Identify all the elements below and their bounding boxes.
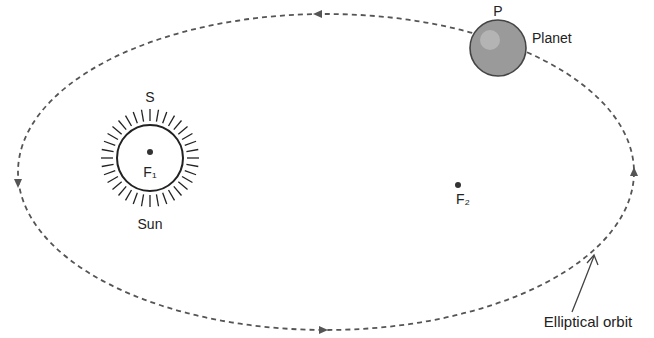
sun-ray bbox=[156, 110, 158, 122]
sun-ray bbox=[186, 149, 198, 151]
orbit-arrow bbox=[630, 167, 638, 176]
leader-arrow bbox=[587, 255, 598, 265]
sun-ray bbox=[187, 157, 199, 158]
elliptical-orbit bbox=[18, 14, 634, 330]
sun-ray bbox=[102, 164, 114, 166]
sun-ray bbox=[169, 190, 175, 200]
sun-ray bbox=[133, 193, 137, 204]
sun-ray bbox=[104, 141, 115, 145]
sun-ray bbox=[126, 190, 132, 200]
sun-ray bbox=[156, 194, 158, 206]
sun-ray bbox=[149, 109, 150, 121]
sun-ray bbox=[163, 112, 167, 123]
sun-ray bbox=[126, 116, 132, 126]
planet-disc bbox=[470, 20, 526, 76]
orbit-arrow bbox=[14, 179, 22, 188]
point-letter: S bbox=[145, 89, 154, 105]
focus-dot bbox=[455, 182, 461, 188]
orbit-arrow bbox=[319, 326, 328, 334]
orbit-arrow bbox=[313, 10, 322, 18]
sun-ray bbox=[178, 127, 187, 135]
sun-ray bbox=[169, 116, 175, 126]
sun-ray bbox=[182, 134, 192, 140]
sun-ray bbox=[112, 182, 121, 190]
sun-ray bbox=[119, 120, 127, 129]
sun-ray bbox=[108, 177, 118, 183]
sun-ray bbox=[182, 177, 192, 183]
sun-ray bbox=[174, 186, 182, 195]
sun-ray bbox=[186, 164, 198, 166]
body-name: Planet bbox=[532, 30, 572, 46]
focus-label: F₂ bbox=[456, 191, 470, 207]
sun-ray bbox=[133, 112, 137, 123]
leader-line bbox=[572, 256, 594, 312]
sun-ray bbox=[185, 141, 196, 145]
focus-dot bbox=[147, 149, 153, 155]
point-letter: P bbox=[493, 3, 502, 19]
sun-ray bbox=[141, 194, 143, 206]
sun-ray bbox=[108, 134, 118, 140]
sun-ray bbox=[112, 127, 121, 135]
sun-ray bbox=[178, 182, 187, 190]
sun-ray bbox=[174, 120, 182, 129]
planet-shape bbox=[440, 0, 620, 90]
sun-ray bbox=[163, 193, 167, 204]
planet-node: P Planet bbox=[440, 0, 620, 90]
sun-ray bbox=[102, 149, 114, 151]
sun-ray bbox=[185, 171, 196, 175]
planet-shade bbox=[480, 30, 500, 50]
sun-ray bbox=[149, 195, 150, 207]
sun-ray bbox=[119, 186, 127, 195]
sun-ray bbox=[104, 171, 115, 175]
orbit-label: Elliptical orbit bbox=[544, 313, 632, 330]
sun-ray bbox=[141, 110, 143, 122]
focus-label: F₁ bbox=[143, 164, 156, 180]
sun-ray bbox=[101, 157, 113, 158]
sun-disc bbox=[117, 125, 183, 191]
body-name: Sun bbox=[138, 216, 163, 232]
